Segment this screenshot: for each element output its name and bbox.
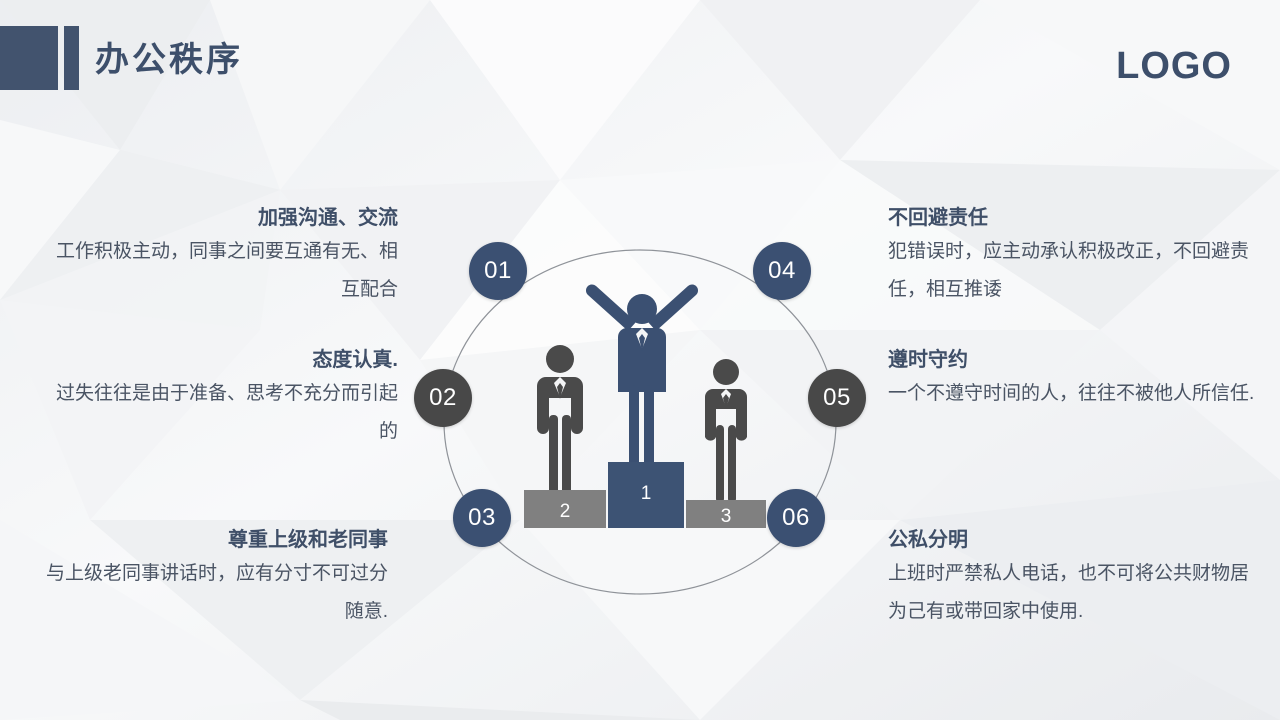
content-block-01: 加强沟通、交流 工作积极主动，同事之间要互通有无、相互配合 xyxy=(38,203,398,309)
winner-figure xyxy=(585,284,699,467)
podium-label-1: 1 xyxy=(641,483,652,504)
number-badge-04[interactable]: 04 xyxy=(753,242,811,300)
number-badge-02[interactable]: 02 xyxy=(414,369,472,427)
podium-block-3 xyxy=(686,500,766,528)
number-badge-06[interactable]: 06 xyxy=(767,489,825,547)
circular-diagram: 2 1 3 01 02 03 04 05 06 xyxy=(405,225,875,625)
content-block-04: 不回避责任 犯错误时，应主动承认积极改正，不回避责任，相互推诿 xyxy=(888,203,1258,309)
podium-block-1 xyxy=(608,462,684,528)
title-decoration-bar xyxy=(64,26,79,90)
logo: LOGO xyxy=(1116,45,1232,87)
podium-label-3: 3 xyxy=(721,506,732,527)
podium-block-2 xyxy=(524,490,606,528)
content-block-06-title: 公私分明 xyxy=(888,529,968,551)
number-badge-05[interactable]: 05 xyxy=(808,369,866,427)
content-block-04-title: 不回避责任 xyxy=(888,207,988,229)
content-block-06-body: 上班时严禁私人电话，也不可将公共财物居为己有或带回家中使用. xyxy=(888,563,1250,622)
content-block-02-body: 过失往往是由于准备、思考不充分而引起的 xyxy=(55,383,398,442)
content-block-03-title: 尊重上级和老同事 xyxy=(228,529,388,551)
content-block-03-body: 与上级老同事讲话时，应有分寸不可过分随意. xyxy=(45,563,388,622)
content-block-05-title: 遵时守约 xyxy=(888,349,968,371)
content-block-06: 公私分明 上班时严禁私人电话，也不可将公共财物居为己有或带回家中使用. xyxy=(888,525,1258,631)
podium-label-2: 2 xyxy=(560,501,571,522)
number-badge-03[interactable]: 03 xyxy=(453,489,511,547)
content-block-05: 遵时守约 一个不遵守时间的人，往往不被他人所信任. xyxy=(888,345,1258,413)
title-decoration-block xyxy=(0,26,58,90)
number-badge-01[interactable]: 01 xyxy=(469,242,527,300)
content-block-02: 态度认真. 过失往往是由于准备、思考不充分而引起的 xyxy=(38,345,398,451)
content-block-01-body: 工作积极主动，同事之间要互通有无、相互配合 xyxy=(55,241,398,300)
podium-illustration: 2 1 3 xyxy=(524,284,766,528)
content-block-03: 尊重上级和老同事 与上级老同事讲话时，应有分寸不可过分随意. xyxy=(28,525,388,631)
runner-up-figure xyxy=(537,345,583,495)
page-title: 办公秩序 xyxy=(95,41,243,79)
content-block-04-body: 犯错误时，应主动承认积极改正，不回避责任，相互推诿 xyxy=(888,241,1250,300)
content-block-02-title: 态度认真. xyxy=(312,349,398,371)
content-block-05-body: 一个不遵守时间的人，往往不被他人所信任. xyxy=(888,383,1255,404)
content-block-01-title: 加强沟通、交流 xyxy=(258,207,398,229)
third-place-figure xyxy=(705,359,747,503)
